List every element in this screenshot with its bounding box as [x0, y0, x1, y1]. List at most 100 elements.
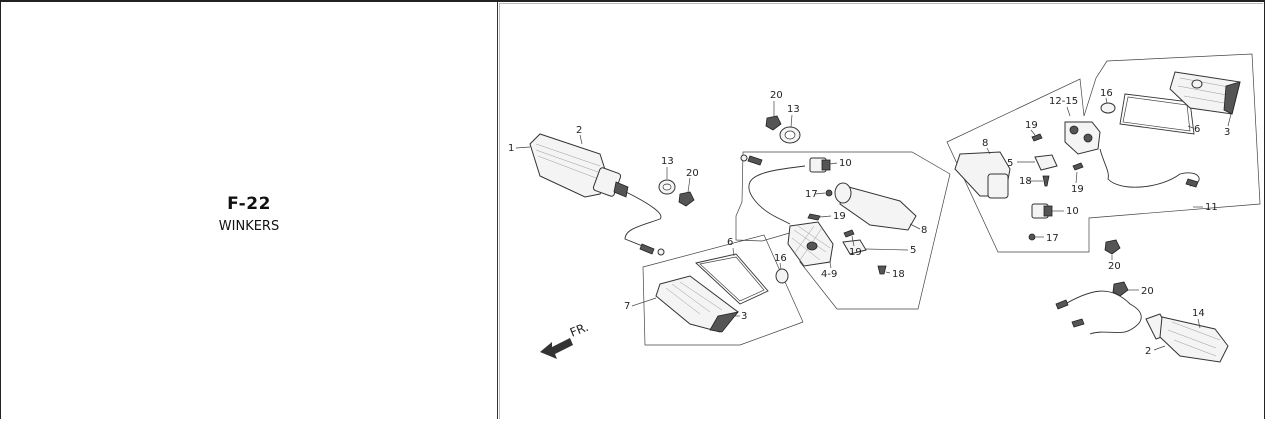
winker-body-8-right: [954, 151, 1011, 199]
nut-20-right: [1104, 239, 1121, 255]
front-assembly-outline: [946, 53, 1261, 253]
callout-8-middle: 8: [909, 223, 927, 236]
svg-text:2: 2: [576, 125, 582, 136]
wire-right: [1099, 148, 1200, 188]
screw-19-middle: [807, 213, 821, 221]
callout-11: 11: [1193, 202, 1218, 213]
svg-text:18: 18: [892, 269, 905, 280]
plate-5-middle: [842, 239, 867, 255]
screw-18-middle: [877, 265, 887, 275]
callout-20: 20: [686, 168, 699, 193]
callout-4-9: 4-9: [821, 261, 837, 280]
svg-text:6: 6: [1194, 124, 1200, 135]
page-title: WINKERS: [218, 219, 280, 234]
callout-7: 7: [624, 297, 657, 312]
page-code: F-22: [227, 194, 271, 214]
svg-text:2: 2: [1145, 346, 1151, 357]
callout-10-right: 10: [1052, 206, 1079, 217]
callout-19-right-upper: 19: [1025, 120, 1038, 136]
callout-3-left: 3: [732, 311, 747, 322]
lens-7-3-left: [655, 275, 739, 333]
svg-text:3: 3: [1224, 127, 1230, 138]
exploded-view-svg: 1 2 13 20 20 13 10 17 19: [508, 53, 1261, 363]
winker-left-upper: [529, 133, 665, 256]
title-panel: F-22 WINKERS: [1, 2, 497, 419]
nut-20-lower: [1112, 281, 1129, 297]
svg-text:3: 3: [741, 311, 747, 322]
callout-8-right: 8: [982, 138, 991, 155]
svg-text:18: 18: [1019, 176, 1032, 187]
callout-20-middle: 20: [770, 90, 783, 116]
svg-text:13: 13: [661, 156, 674, 167]
lens-3-right: [1169, 71, 1241, 115]
gasket-6-left: [695, 253, 769, 305]
screw-19-right-upper: [1031, 133, 1043, 142]
callout-19-right-lower: 19: [1071, 171, 1084, 195]
lens-group-outline: [642, 234, 804, 346]
socket-harness-12-15: [1064, 121, 1101, 155]
callout-3-right: 3: [1224, 113, 1232, 138]
svg-text:5: 5: [1007, 158, 1013, 169]
winker-right-lower: [1055, 290, 1229, 363]
svg-text:5: 5: [910, 245, 916, 256]
callout-12-15: 12-15: [1049, 96, 1078, 117]
rear-assembly-outline: [735, 151, 951, 310]
winker-body-8-middle: [834, 182, 917, 231]
svg-text:4-9: 4-9: [821, 269, 837, 280]
front-direction-indicator: FR.: [540, 320, 590, 359]
callout-13: 13: [661, 156, 674, 179]
bulb-16-right: [1100, 102, 1116, 114]
svg-text:11: 11: [1205, 202, 1218, 213]
wire-middle: [748, 165, 806, 225]
gasket-6-right: [1119, 93, 1195, 135]
nut-20-middle: [765, 115, 782, 131]
winker-base-4-9: [787, 221, 834, 267]
svg-text:10: 10: [1066, 206, 1079, 217]
callout-18-right: 18: [1019, 176, 1043, 187]
svg-text:10: 10: [839, 158, 852, 169]
screw-18-right: [1042, 175, 1050, 187]
socket-10-right: [1031, 203, 1053, 219]
svg-text:7: 7: [624, 301, 630, 312]
callout-6-right: 6: [1187, 124, 1200, 135]
svg-text:17: 17: [805, 189, 818, 200]
svg-text:20: 20: [770, 90, 783, 101]
svg-text:16: 16: [774, 253, 787, 264]
svg-text:16: 16: [1100, 88, 1113, 99]
plate-5-right: [1034, 154, 1058, 171]
svg-text:14: 14: [1192, 308, 1205, 319]
svg-text:19: 19: [833, 211, 846, 222]
svg-text:20: 20: [686, 168, 699, 179]
callout-2-right: 2: [1145, 345, 1166, 357]
svg-text:19: 19: [1071, 184, 1084, 195]
svg-text:19: 19: [1025, 120, 1038, 131]
panel-divider: [497, 2, 498, 419]
callout-18-middle: 18: [885, 269, 905, 280]
svg-text:20: 20: [1108, 261, 1121, 272]
svg-text:12-15: 12-15: [1049, 96, 1078, 107]
callout-16-right: 16: [1100, 88, 1113, 104]
screw-17-right: [1028, 233, 1036, 241]
svg-text:13: 13: [787, 104, 800, 115]
callout-1: 1: [508, 143, 531, 154]
callout-16-left: 16: [774, 253, 787, 270]
svg-text:19: 19: [849, 247, 862, 258]
callout-10-middle: 10: [829, 158, 852, 169]
socket-10-middle: [809, 157, 831, 173]
callout-19-lower-middle: 19: [849, 235, 862, 258]
parts-diagram: 1 2 13 20 20 13 10 17 19: [499, 3, 1263, 419]
callout-17-middle: 17: [805, 189, 826, 200]
callout-20-lower: 20: [1128, 286, 1154, 297]
callout-5-middle: 5: [865, 245, 916, 256]
svg-text:17: 17: [1046, 233, 1059, 244]
screw-19-lower-middle: [843, 229, 855, 238]
callout-17-right: 17: [1035, 233, 1059, 244]
callout-2: 2: [576, 125, 582, 145]
callout-5-right: 5: [1007, 158, 1035, 169]
svg-text:FR.: FR.: [568, 320, 591, 340]
svg-text:8: 8: [982, 138, 988, 149]
bulb-16-left: [775, 268, 789, 284]
callout-19-middle: 19: [819, 211, 846, 222]
callout-20-right: 20: [1108, 255, 1121, 272]
